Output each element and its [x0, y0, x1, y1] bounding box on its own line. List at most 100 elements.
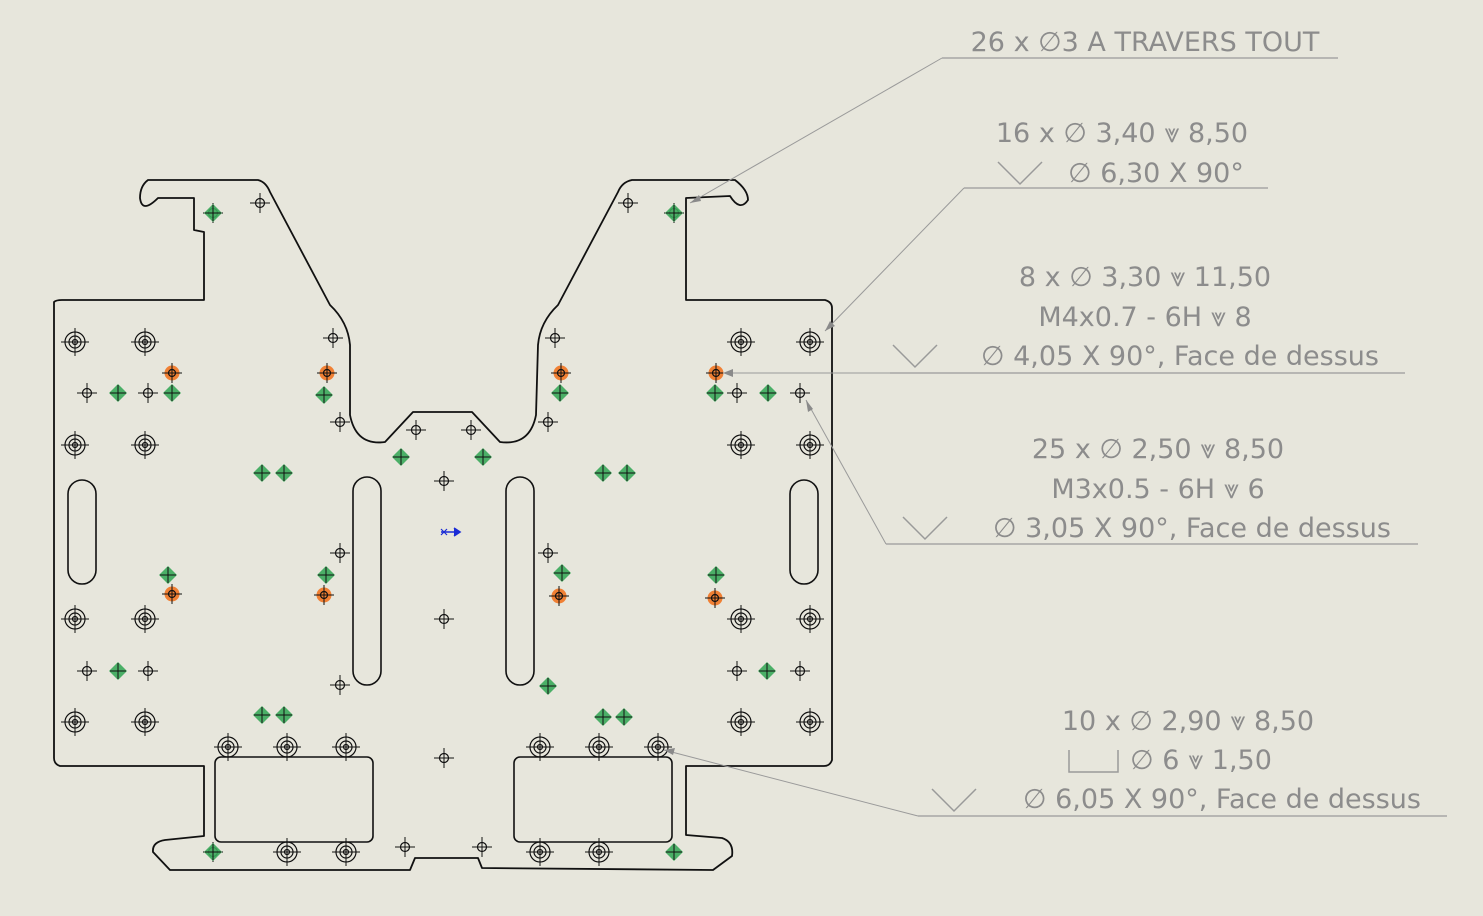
- note-line: 10 x ∅ 2,90 ⩔ 8,50: [1062, 706, 1314, 737]
- green-marker: [539, 677, 557, 695]
- green-marker: [204, 204, 222, 222]
- counterbored-hole: [727, 708, 755, 736]
- orange-marker: [705, 588, 725, 608]
- through-hole: [727, 383, 747, 403]
- counterbored-hole: [796, 328, 824, 356]
- note-line: ∅ 6 ⩔ 1,50: [1130, 745, 1272, 776]
- green-marker: [275, 706, 293, 724]
- through-hole: [330, 543, 350, 563]
- green-marker: [163, 384, 181, 402]
- through-hole: [77, 661, 97, 681]
- slot-left-inner: [352, 476, 382, 686]
- note-line: 16 x ∅ 3,40 ⩔ 8,50: [996, 118, 1248, 149]
- note-line: M4x0.7 - 6H ⩔ 8: [1038, 302, 1251, 333]
- note-tapped-m3: 25 x ∅ 2,50 ⩔ 8,50 M3x0.5 - 6H ⩔ 6 ∅ 3,0…: [993, 434, 1391, 544]
- note-through-holes: 26 x ∅3 A TRAVERS TOUT: [971, 27, 1320, 58]
- green-marker: [253, 706, 271, 724]
- slot-right-inner: [505, 476, 535, 686]
- through-hole: [77, 383, 97, 403]
- green-marker: [665, 204, 683, 222]
- through-hole: [461, 420, 481, 440]
- through-hole: [790, 661, 810, 681]
- green-marker: [758, 662, 776, 680]
- through-hole: [330, 675, 350, 695]
- orange-marker: [706, 363, 726, 383]
- counterbored-hole: [61, 431, 89, 459]
- counterbored-hole: [796, 605, 824, 633]
- through-hole: [323, 328, 343, 348]
- counterbored-hole: [273, 733, 301, 761]
- counterbored-hole: [727, 605, 755, 633]
- counterbored-hole: [526, 838, 554, 866]
- green-marker: [109, 384, 127, 402]
- green-marker: [618, 464, 636, 482]
- slot-left-outer: [67, 479, 97, 585]
- through-hole: [434, 609, 454, 629]
- counterbored-hole: [727, 328, 755, 356]
- countersink-icon: [931, 788, 977, 813]
- counterbored-hole: [131, 605, 159, 633]
- through-hole: [538, 412, 558, 432]
- orange-marker: [162, 584, 182, 604]
- through-hole: [138, 661, 158, 681]
- note-line: 8 x ∅ 3,30 ⩔ 11,50: [1019, 262, 1271, 293]
- note-line: ∅ 3,05 X 90°, Face de dessus: [993, 513, 1391, 544]
- origin-icon: [440, 527, 462, 537]
- pocket-right: [513, 756, 673, 843]
- green-marker: [204, 843, 222, 861]
- green-marker: [275, 464, 293, 482]
- counterbored-hole: [585, 733, 613, 761]
- pocket-left: [214, 756, 374, 843]
- counterbored-hole: [796, 431, 824, 459]
- orange-marker: [549, 586, 569, 606]
- through-hole: [790, 383, 810, 403]
- through-hole: [434, 471, 454, 491]
- counterbore-icon: [1068, 750, 1119, 773]
- green-marker: [594, 708, 612, 726]
- counterbored-hole: [131, 431, 159, 459]
- countersink-icon: [997, 161, 1043, 186]
- countersink-icon: [902, 516, 948, 541]
- orange-marker: [314, 585, 334, 605]
- green-marker: [109, 662, 127, 680]
- green-marker: [706, 384, 724, 402]
- green-marker: [551, 384, 569, 402]
- note-line: ∅ 6,05 X 90°, Face de dessus: [1023, 784, 1421, 815]
- counterbored-hole: [727, 431, 755, 459]
- green-marker: [615, 708, 633, 726]
- green-marker: [759, 384, 777, 402]
- orange-marker: [551, 363, 571, 383]
- counterbored-hole: [526, 733, 554, 761]
- through-hole: [330, 412, 350, 432]
- countersink-icon: [892, 344, 938, 369]
- counterbored-hole: [332, 733, 360, 761]
- counterbored-hole: [131, 708, 159, 736]
- counterbored-hole: [273, 838, 301, 866]
- green-marker: [159, 566, 177, 584]
- through-hole: [472, 837, 492, 857]
- counterbored-hole: [131, 328, 159, 356]
- through-hole: [406, 420, 426, 440]
- counterbored-hole: [332, 838, 360, 866]
- counterbored-hole: [644, 733, 672, 761]
- note-line: M3x0.5 - 6H ⩔ 6: [1051, 474, 1264, 505]
- counterbored-hole: [796, 708, 824, 736]
- through-hole: [545, 328, 565, 348]
- through-hole: [727, 661, 747, 681]
- note-line: 25 x ∅ 2,50 ⩔ 8,50: [1032, 434, 1284, 465]
- counterbored-holes: [61, 328, 824, 866]
- leader-lines: [663, 57, 965, 817]
- green-marker: [317, 566, 335, 584]
- orange-marker: [162, 363, 182, 383]
- note-line: 26 x ∅3 A TRAVERS TOUT: [971, 27, 1320, 58]
- counterbored-hole: [61, 328, 89, 356]
- through-hole: [538, 543, 558, 563]
- counterbored-hole: [585, 838, 613, 866]
- through-hole: [434, 748, 454, 768]
- through-hole: [618, 193, 638, 213]
- through-hole: [395, 837, 415, 857]
- through-hole: [138, 383, 158, 403]
- orange-marker: [317, 363, 337, 383]
- counterbored-hole: [214, 733, 242, 761]
